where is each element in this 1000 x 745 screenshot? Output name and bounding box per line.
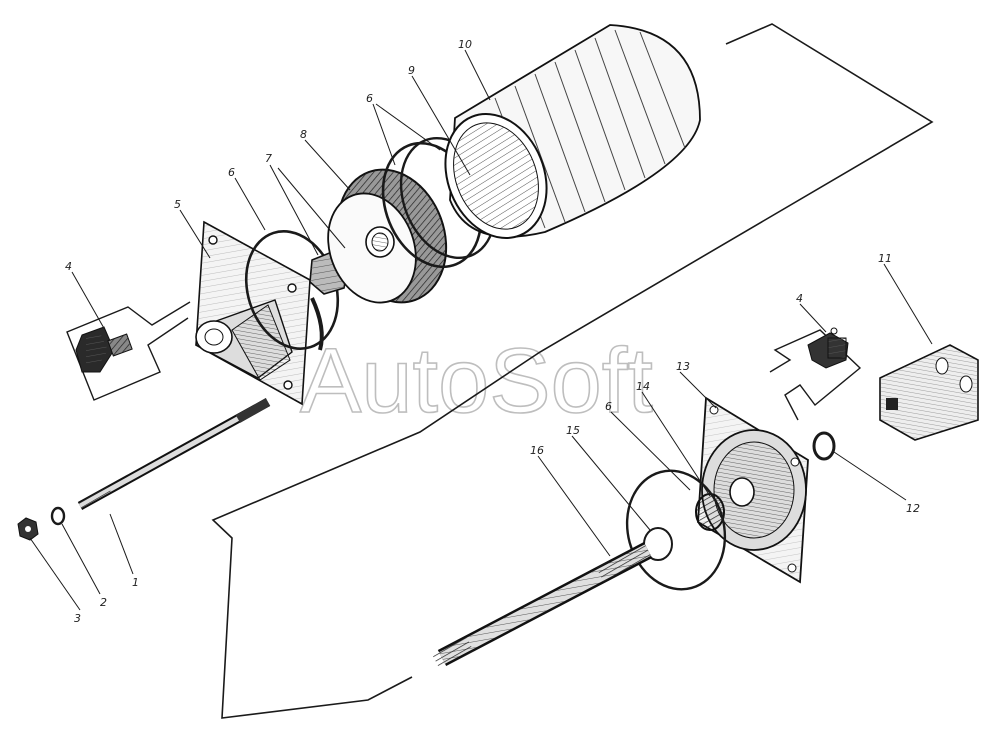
callout-6a: 6 (228, 166, 235, 179)
callout-1: 1 (132, 576, 139, 589)
leader-lines (29, 49, 933, 611)
callout-11: 11 (878, 252, 892, 265)
callout-6c: 6 (605, 400, 612, 413)
shaft (432, 542, 653, 670)
upper-axis-line (211, 23, 934, 719)
callout-16: 16 (530, 444, 544, 457)
callout-5: 5 (174, 198, 181, 211)
o-ring-lower (625, 469, 727, 591)
filter-element (327, 168, 448, 304)
callout-15: 15 (566, 424, 580, 437)
callout-7: 7 (265, 152, 272, 165)
end-cover (697, 396, 809, 584)
filter-housing (444, 24, 701, 240)
callout-4b: 4 (796, 292, 803, 305)
washer (50, 506, 66, 526)
callout-10: 10 (458, 38, 472, 51)
callout-9: 9 (408, 64, 415, 77)
fitting-right (769, 327, 862, 421)
callout-12: 12 (906, 502, 920, 515)
callout-8: 8 (300, 128, 307, 141)
callout-3: 3 (74, 612, 81, 625)
nut (17, 517, 39, 541)
flange-bracket (195, 220, 324, 406)
watermark-text: AutoSoft (300, 330, 653, 432)
mounting-bracket (879, 344, 979, 441)
callout-4a: 4 (65, 260, 72, 273)
fitting-left (66, 301, 191, 401)
callout-6b: 6 (366, 92, 373, 105)
callout-14: 14 (636, 380, 650, 393)
tie-rod (77, 398, 271, 510)
callout-13: 13 (676, 360, 690, 373)
retaining-ring (812, 431, 836, 461)
callout-2: 2 (100, 596, 107, 609)
